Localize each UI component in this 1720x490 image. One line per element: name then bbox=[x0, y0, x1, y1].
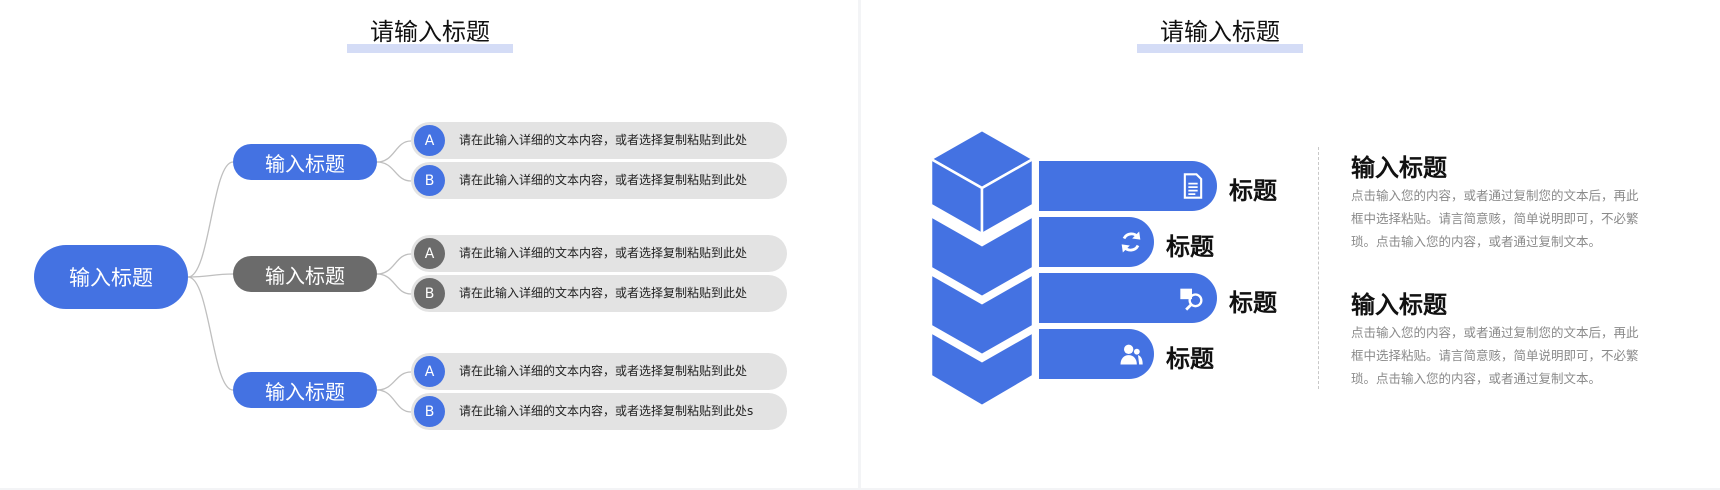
band-2 bbox=[1039, 217, 1154, 267]
document-icon bbox=[1183, 173, 1203, 199]
title-underline bbox=[1137, 44, 1303, 53]
band-label-4: 标题 bbox=[1166, 345, 1214, 373]
title-underline bbox=[347, 44, 513, 53]
badge-b: B bbox=[414, 165, 445, 196]
band-label-1: 标题 bbox=[1229, 177, 1277, 205]
branch-node-1: 输入标题 bbox=[233, 144, 377, 180]
leaf-1b: B 请在此输入详细的文本内容，或者选择复制粘贴到此处 bbox=[411, 162, 787, 199]
dashed-divider bbox=[1318, 147, 1319, 389]
branch-node-3: 输入标题 bbox=[233, 372, 377, 408]
mindmap-connectors bbox=[187, 140, 412, 413]
badge-b: B bbox=[414, 396, 445, 427]
refresh-icon bbox=[1121, 231, 1141, 253]
branch-node-2: 输入标题 bbox=[233, 256, 377, 292]
text-block-1-heading: 输入标题 bbox=[1351, 154, 1447, 182]
cube-layer-2 bbox=[931, 213, 1035, 299]
body-line: 点击输入您的内容，或者通过复制您的文本后，再此 bbox=[1351, 188, 1639, 203]
cube-right-face bbox=[980, 156, 1035, 237]
leaf-text: 请在此输入详细的文本内容，或者选择复制粘贴到此处 bbox=[459, 364, 748, 378]
connector-b1-a bbox=[376, 140, 412, 163]
connector-root-branch-1 bbox=[187, 161, 234, 278]
root-node: 输入标题 bbox=[34, 245, 188, 309]
body-line: 点击输入您的内容，或者通过复制您的文本后，再此 bbox=[1351, 325, 1639, 340]
band-label-2: 标题 bbox=[1166, 233, 1214, 261]
search-icon bbox=[1180, 288, 1203, 311]
leaf-text: 请在此输入详细的文本内容，或者选择复制粘贴到此处s bbox=[459, 404, 754, 418]
leaf-text: 请在此输入详细的文本内容，或者选择复制粘贴到此处 bbox=[459, 286, 748, 300]
leaf-2a: A 请在此输入详细的文本内容，或者选择复制粘贴到此处 bbox=[411, 235, 787, 272]
leaf-3b: B 请在此输入详细的文本内容，或者选择复制粘贴到此处s bbox=[411, 393, 787, 430]
leaf-text: 请在此输入详细的文本内容，或者选择复制粘贴到此处 bbox=[459, 173, 748, 187]
leaf-text: 请在此输入详细的文本内容，或者选择复制粘贴到此处 bbox=[459, 133, 748, 147]
badge-a: A bbox=[414, 238, 445, 269]
page-title: 请输入标题 bbox=[370, 18, 490, 46]
leaf-2b: B 请在此输入详细的文本内容，或者选择复制粘贴到此处 bbox=[411, 275, 787, 312]
connector-root-branch-2 bbox=[187, 273, 234, 278]
people-icon bbox=[1120, 344, 1143, 365]
body-line: 琐。点击输入您的内容，或者通过复制文本。 bbox=[1351, 371, 1602, 386]
connector-b2-a bbox=[376, 253, 412, 275]
leaf-1a: A 请在此输入详细的文本内容，或者选择复制粘贴到此处 bbox=[411, 122, 787, 159]
connector-root-branch-3 bbox=[187, 276, 234, 391]
text-block-1-body: 点击输入您的内容，或者通过复制您的文本后，再此 框中选择粘贴。请言简意赅，简单说… bbox=[1351, 184, 1641, 253]
cube-layer-4 bbox=[931, 329, 1035, 408]
slide-infographic: 请输入标题 标题 标题 标题 标题 输入标题 bbox=[861, 0, 1720, 488]
body-line: 琐。点击输入您的内容，或者通过复制文本。 bbox=[1351, 234, 1602, 249]
connector-b2-b bbox=[376, 273, 412, 295]
stacked-cube bbox=[931, 130, 1036, 408]
band-4 bbox=[1039, 329, 1154, 379]
body-line: 框中选择粘贴。请言简意赅，简单说明即可，不必繁 bbox=[1351, 348, 1639, 363]
connector-b3-a bbox=[376, 371, 412, 391]
badge-a: A bbox=[414, 356, 445, 387]
text-block-2-heading: 输入标题 bbox=[1351, 291, 1447, 319]
page-title: 请输入标题 bbox=[1160, 18, 1280, 46]
slide-mindmap: 请输入标题 输入标题 输入标题 输入标题 输入标题 A 请在此输入详细的文本内容… bbox=[0, 0, 858, 488]
text-block-2-body: 点击输入您的内容，或者通过复制您的文本后，再此 框中选择粘贴。请言简意赅，简单说… bbox=[1351, 321, 1641, 390]
connector-b3-b bbox=[376, 389, 412, 413]
body-line: 框中选择粘贴。请言简意赅，简单说明即可，不必繁 bbox=[1351, 211, 1639, 226]
badge-b: B bbox=[414, 278, 445, 309]
band-1 bbox=[1039, 161, 1217, 211]
leaf-3a: A 请在此输入详细的文本内容，或者选择复制粘贴到此处 bbox=[411, 353, 787, 390]
cube-layer-3 bbox=[931, 271, 1035, 357]
leaf-text: 请在此输入详细的文本内容，或者选择复制粘贴到此处 bbox=[459, 246, 748, 260]
band-label-3: 标题 bbox=[1229, 289, 1277, 317]
badge-a: A bbox=[414, 125, 445, 156]
connector-b1-b bbox=[376, 161, 412, 182]
